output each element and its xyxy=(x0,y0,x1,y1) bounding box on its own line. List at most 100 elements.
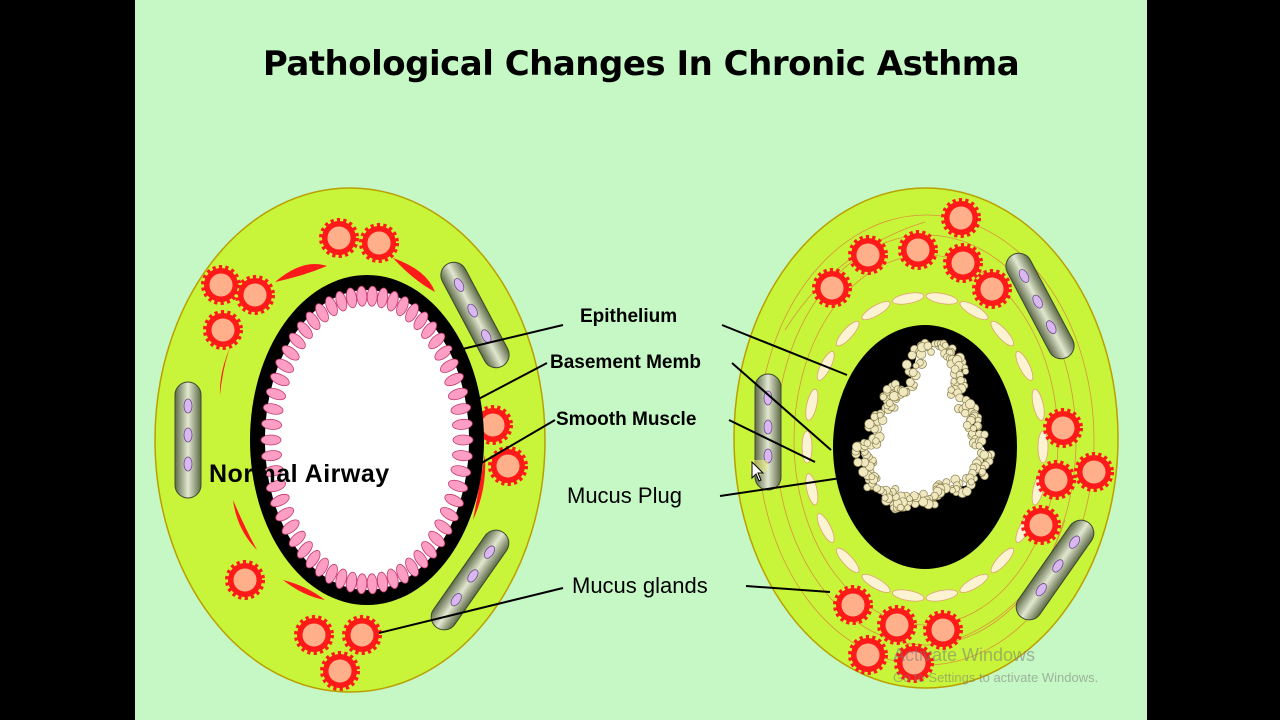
mucus-globule xyxy=(868,473,876,481)
smooth-muscle-cell xyxy=(959,573,989,593)
pointer-lines xyxy=(378,324,848,634)
epithelial-cell xyxy=(265,387,287,401)
smooth-muscle-cell xyxy=(805,473,819,506)
mucus-globule xyxy=(965,398,976,410)
epithelial-cell xyxy=(296,321,313,339)
label-mucus-plug: Mucus Plug xyxy=(567,483,682,508)
epithelial-cell xyxy=(275,358,295,373)
epithelial-cell xyxy=(366,573,378,595)
mucus-globule xyxy=(889,391,900,402)
epithelial-cell xyxy=(288,332,306,350)
smooth-muscle-cell xyxy=(959,301,989,321)
smooth-muscle-cell xyxy=(861,301,891,321)
label-epithelium: Epithelium xyxy=(580,306,678,327)
mucus-globule xyxy=(950,377,958,385)
activate-windows-watermark: Activate Windows Go to Settings to activ… xyxy=(893,645,1098,685)
mucus-globule xyxy=(901,359,912,370)
mucus-globule xyxy=(872,484,881,493)
mucus-globule xyxy=(904,504,912,512)
smooth-muscle-cell xyxy=(861,573,891,593)
normal-lumen xyxy=(265,290,469,590)
epithelial-cell xyxy=(450,465,472,477)
mucus-globule xyxy=(908,368,918,377)
mucus-globule xyxy=(879,393,888,401)
label-basement-membrane: Basement Memb xyxy=(550,352,701,373)
epithelial-cell xyxy=(376,571,389,593)
epithelial-cell xyxy=(439,507,459,522)
slide: Pathological Changes In Chronic Asthma xyxy=(135,0,1147,720)
mucus-plug xyxy=(851,338,996,514)
mucus-globule xyxy=(956,376,965,385)
smooth-muscle-cell xyxy=(925,292,958,305)
epithelial-cell xyxy=(261,450,282,462)
smooth-muscle-cell xyxy=(1031,388,1045,421)
mucus-globule xyxy=(858,466,869,478)
mucus-globule xyxy=(962,367,970,375)
mucus-globule xyxy=(905,377,915,387)
mucus-globule xyxy=(979,450,989,460)
cartilage-plate xyxy=(174,381,202,499)
epithelial-cell xyxy=(262,465,284,477)
smooth-muscle-cell xyxy=(1015,351,1034,381)
mucus-globule xyxy=(898,386,909,397)
label-mucus-glands: Mucus glands xyxy=(572,573,708,598)
epithelial-cell xyxy=(444,372,464,387)
smooth-muscle-cell xyxy=(892,589,925,602)
epithelial-cell xyxy=(421,541,438,559)
normal-airway xyxy=(154,187,546,693)
epithelial-cell xyxy=(288,530,306,548)
mucus-globule xyxy=(941,341,949,349)
epithelial-cell xyxy=(396,563,409,584)
mucus-globule xyxy=(975,442,983,450)
mucus-globule xyxy=(853,457,863,467)
mouse-cursor-icon xyxy=(750,460,768,482)
epithelial-cell xyxy=(315,303,329,323)
epithelial-cell xyxy=(428,530,446,548)
epithelial-cell xyxy=(447,387,469,401)
epithelial-cell xyxy=(396,296,409,317)
epithelial-cell xyxy=(262,403,284,415)
epithelial-cell xyxy=(434,519,453,535)
mucus-globule xyxy=(864,418,875,429)
epithelial-cell xyxy=(444,493,464,508)
airway-diagram xyxy=(154,187,1119,693)
watermark-subtitle: Go to Settings to activate Windows. xyxy=(893,670,1099,685)
mucus-globule xyxy=(962,486,972,497)
mucus-globule xyxy=(907,350,917,360)
mucus-globule xyxy=(950,364,960,374)
epithelial-cell xyxy=(452,418,473,430)
epithelial-cell xyxy=(275,507,295,522)
epithelial-cell xyxy=(447,479,469,493)
mucus-globule xyxy=(927,348,935,356)
smooth-muscle-cell xyxy=(990,320,1015,347)
mucus-globule xyxy=(918,496,929,507)
epithelial-cell xyxy=(270,372,290,387)
smooth-muscle-cell xyxy=(801,430,813,464)
epithelial-cell xyxy=(428,332,446,350)
smooth-muscle-cell xyxy=(990,547,1015,574)
smooth-muscle-cell xyxy=(805,388,819,421)
mucus-globule xyxy=(851,441,863,452)
mucus-globule xyxy=(882,384,892,394)
smooth-muscle-cell xyxy=(892,292,925,305)
epithelial-cell xyxy=(281,519,300,535)
mucus-globule xyxy=(961,409,970,418)
epithelial-cell xyxy=(335,568,348,589)
mucus-globule xyxy=(967,478,975,486)
label-smooth-muscle: Smooth Muscle xyxy=(556,409,697,430)
smooth-muscle-cell xyxy=(835,320,860,347)
epithelial-cell xyxy=(413,311,429,330)
mucus-globule xyxy=(881,494,889,502)
epithelial-cell xyxy=(376,287,389,309)
mucus-globule xyxy=(872,437,880,445)
smooth-muscle-cell xyxy=(816,513,835,543)
epithelial-cell xyxy=(260,434,282,446)
epithelial-cell xyxy=(345,287,358,309)
epithelial-cell xyxy=(356,285,368,307)
mucus-globule xyxy=(863,439,872,448)
epithelial-cell xyxy=(325,296,338,317)
epithelial-cell xyxy=(413,550,429,569)
epithelial-cell xyxy=(452,450,473,462)
epithelial-cell xyxy=(386,568,399,589)
smooth-muscle-cell xyxy=(835,547,860,574)
